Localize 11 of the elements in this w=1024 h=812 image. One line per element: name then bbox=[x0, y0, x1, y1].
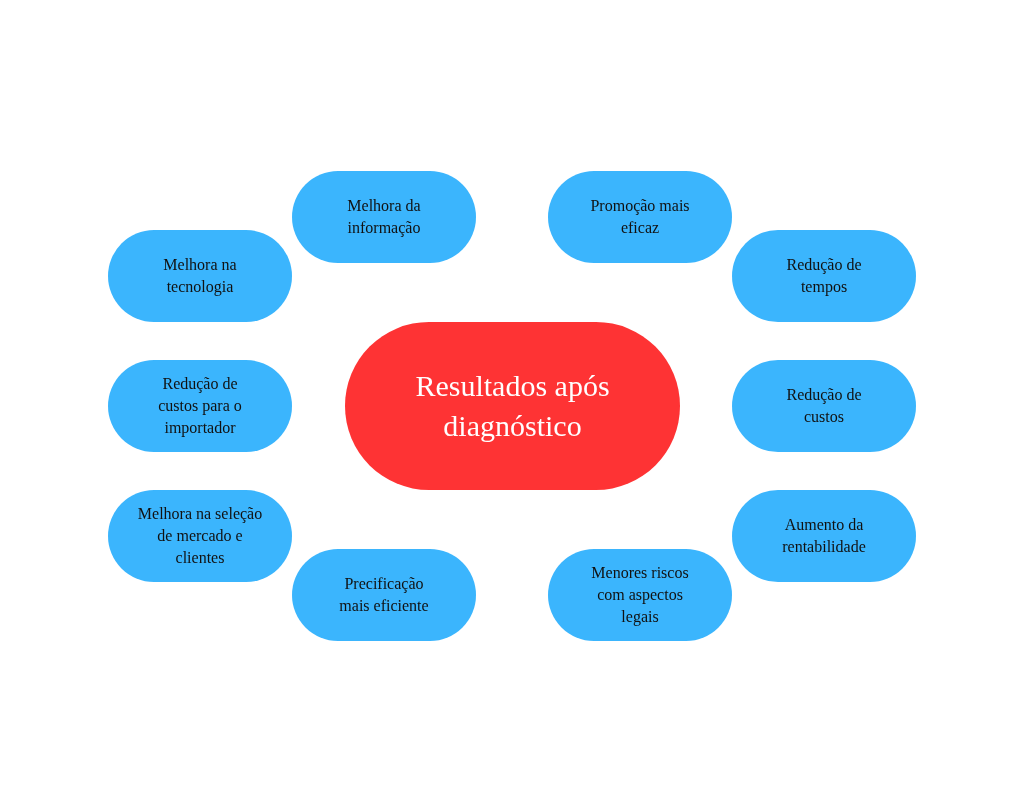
topic-text: Redução de custos bbox=[785, 385, 863, 427]
topic-text: Aumento da rentabilidade bbox=[781, 515, 867, 557]
topic-text: Redução de tempos bbox=[785, 255, 863, 298]
topic-text: Melhora da informação bbox=[346, 196, 422, 239]
topic-text: Menores riscos com aspectos legais bbox=[590, 563, 690, 628]
topic-text: Melhora na seleção de mercado e clientes bbox=[136, 504, 264, 568]
topic-text: Precificação mais eficiente bbox=[338, 574, 430, 616]
topic-text: Melhora na tecnologia bbox=[162, 255, 238, 298]
central-topic-text: Resultados após diagnóstico bbox=[414, 368, 611, 444]
topic-text: Promoção mais eficaz bbox=[589, 196, 691, 238]
topic-text: Redução de custos para o importador bbox=[157, 374, 243, 439]
